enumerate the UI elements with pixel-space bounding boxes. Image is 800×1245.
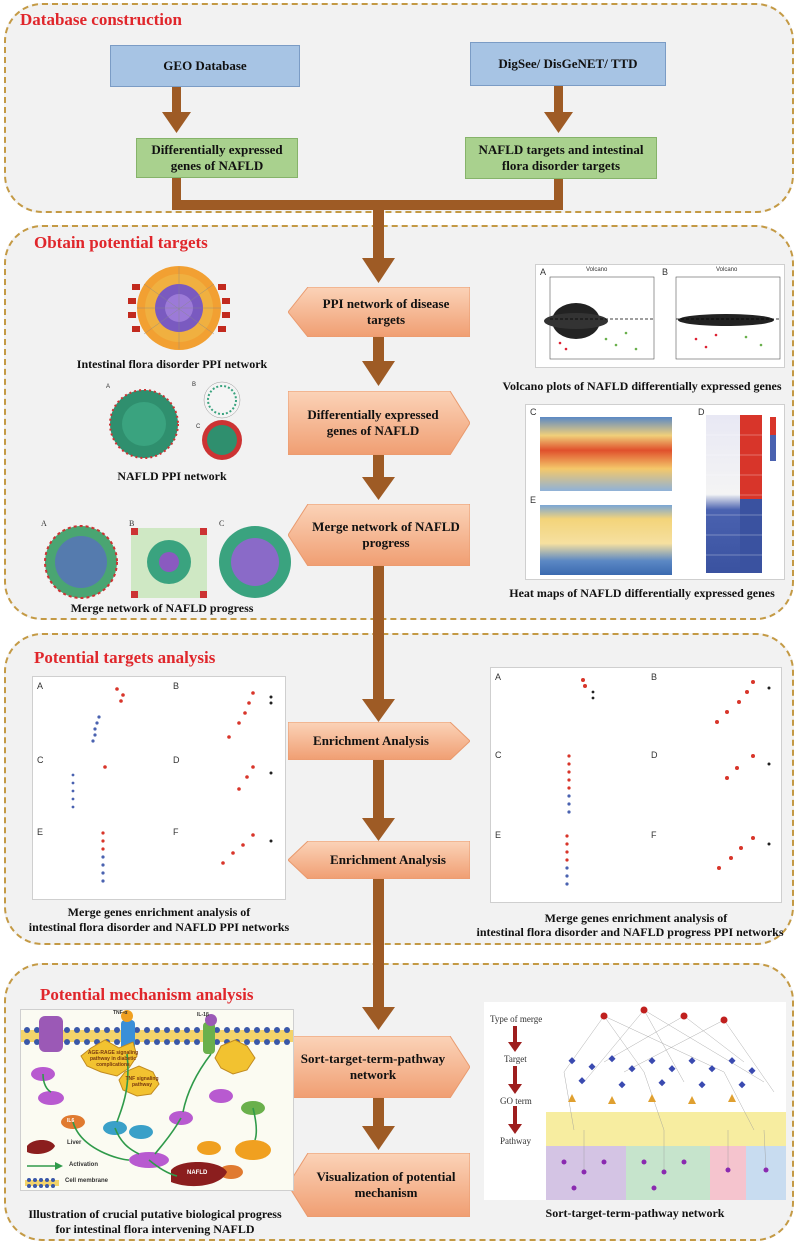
mech-liver-label: NAFLD (187, 1170, 208, 1176)
flow-step-sort-label: Sort-target-term-pathway network (300, 1051, 446, 1082)
sort-network-caption: Sort-target-term-pathway network (545, 1206, 725, 1220)
intestinal-flora-ppi-network-image (128, 266, 230, 350)
volcano-plots-caption: Volcano plots of NAFLD differentially ex… (502, 379, 782, 393)
svg-text:C: C (219, 519, 224, 528)
enrich-right-b: B (651, 672, 658, 682)
svg-text:A: A (41, 519, 47, 528)
flow-step-ppi-network: PPI network of disease targets (288, 287, 470, 337)
intestinal-flora-ppi-caption: Intestinal flora disorder PPI network (76, 357, 268, 371)
enrich-left-d: D (173, 755, 180, 765)
section-title-obtain-potential-targets: Obtain potential targets (34, 233, 208, 252)
flow-step-enrichment-2: Enrichment Analysis (288, 841, 470, 879)
geo-database-box: GEO Database (110, 45, 300, 87)
heat-maps-image: C D E (525, 404, 785, 580)
enrich-right-a: A (495, 672, 502, 682)
nafld-panel-b-letter: B (192, 382, 196, 388)
enrich-right-e: E (495, 830, 502, 840)
enrichment-right-caption-line2: intestinal flora disorder and NAFLD prog… (476, 925, 784, 939)
flow-step-merge-network: Merge network of NAFLD progress (288, 504, 470, 566)
enrich-right-d: D (651, 750, 658, 760)
enrich-left-c: C (37, 755, 44, 765)
mech-legend-membrane: Cell membrane (65, 1178, 109, 1184)
enrich-left-e: E (37, 827, 44, 837)
enrich-left-a: A (37, 681, 44, 691)
flow-step-sort-network: Sort-target-term-pathway network (288, 1036, 470, 1098)
section-database-construction (4, 3, 794, 213)
nafld-ppi-network-image: A B C (106, 381, 242, 460)
sort-level-pathway: Pathway (500, 1136, 531, 1146)
flow-step-enrichment-2-label: Enrichment Analysis (330, 852, 446, 867)
mech-tnf-label: TNF-α (113, 1010, 128, 1016)
sort-target-term-pathway-network-image: Type of merge Target GO term Pathway (484, 1002, 786, 1200)
heat-panel-e-letter: E (530, 495, 537, 505)
volcano-panel-a-letter: A (540, 267, 547, 277)
flow-step-visualization-label: Visualization of potential mechanism (316, 1169, 456, 1200)
enrichment-right-caption-line1: Merge genes enrichment analysis of (544, 911, 728, 925)
flow-step-enrichment-1-label: Enrichment Analysis (313, 733, 429, 748)
enrich-right-f: F (651, 830, 657, 840)
digsee-disgenet-ttd-label: DigSee/ DisGeNET/ TTD (498, 56, 638, 71)
enrichment-right-image: A B C D E F (490, 667, 782, 903)
nafld-panel-c-letter: C (196, 424, 201, 430)
merge-network-caption: Merge network of NAFLD progress (70, 601, 254, 615)
deg-nafld-label: Differentially expressed genes of NAFLD (151, 142, 283, 173)
nafld-ppi-caption: NAFLD PPI network (117, 469, 227, 483)
mech-pathway-b-label: TNF signaling pathway (125, 1076, 159, 1088)
heat-maps-caption: Heat maps of NAFLD differentially expres… (509, 586, 775, 600)
mechanism-caption-line1: Illustration of crucial putative biologi… (28, 1207, 282, 1221)
heat-panel-d-letter: D (698, 407, 705, 417)
digsee-disgenet-ttd-box: DigSee/ DisGeNET/ TTD (470, 42, 666, 86)
mech-legend-activation: Activation (69, 1162, 99, 1168)
enrich-left-f: F (173, 827, 179, 837)
enrich-right-c: C (495, 750, 502, 760)
mech-il6-label: IL6 (67, 1118, 75, 1124)
enrich-left-b: B (173, 681, 180, 691)
volcano-a-title: Volcano (586, 267, 608, 273)
flow-step-deg: Differentially expressed genes of NAFLD (288, 391, 470, 455)
volcano-plots-image: A B Volcano Volcano (535, 264, 785, 368)
sort-level-go-term: GO term (500, 1096, 532, 1106)
flow-step-merge-label: Merge network of NAFLD progress (312, 519, 460, 550)
geo-database-label: GEO Database (163, 58, 247, 73)
nafld-targets-box: NAFLD targets and intestinal flora disor… (465, 137, 657, 179)
flow-step-ppi-label: PPI network of disease targets (322, 296, 450, 327)
deg-nafld-box: Differentially expressed genes of NAFLD (136, 138, 298, 178)
section-title-potential-targets-analysis: Potential targets analysis (34, 648, 216, 667)
flow-step-visualization: Visualization of potential mechanism (288, 1153, 470, 1217)
section-title-database-construction: Database construction (20, 10, 182, 29)
volcano-b-title: Volcano (716, 267, 738, 273)
heat-panel-c-letter: C (530, 407, 537, 417)
nafld-panel-a-letter: A (106, 384, 110, 390)
mech-il1b-label: IL-1β (197, 1012, 209, 1018)
mechanism-caption-line2: for intestinal flora intervening NAFLD (55, 1222, 255, 1236)
volcano-panel-b-letter: B (662, 267, 669, 277)
flow-step-deg-label: Differentially expressed genes of NAFLD (307, 407, 439, 438)
section-title-potential-mechanism-analysis: Potential mechanism analysis (40, 985, 254, 1004)
sort-level-type-of-merge: Type of merge (490, 1014, 543, 1024)
svg-text:B: B (129, 519, 134, 528)
enrichment-left-caption-line1: Merge genes enrichment analysis of (67, 905, 251, 919)
merge-network-image: A B C (41, 519, 291, 599)
nafld-targets-label: NAFLD targets and intestinal flora disor… (478, 142, 644, 173)
flow-step-enrichment-1: Enrichment Analysis (288, 722, 470, 760)
mechanism-illustration: AGE-RAGE signaling pathway in diabetic c… (20, 1009, 294, 1191)
mech-pathway-a-label: AGE-RAGE signaling pathway in diabetic c… (87, 1050, 139, 1068)
mech-legend-liver: Liver (67, 1140, 82, 1146)
sort-level-target: Target (504, 1054, 527, 1064)
enrichment-left-caption-line2: intestinal flora disorder and NAFLD PPI … (28, 920, 290, 934)
enrichment-left-image: A B C D E F (32, 676, 286, 900)
